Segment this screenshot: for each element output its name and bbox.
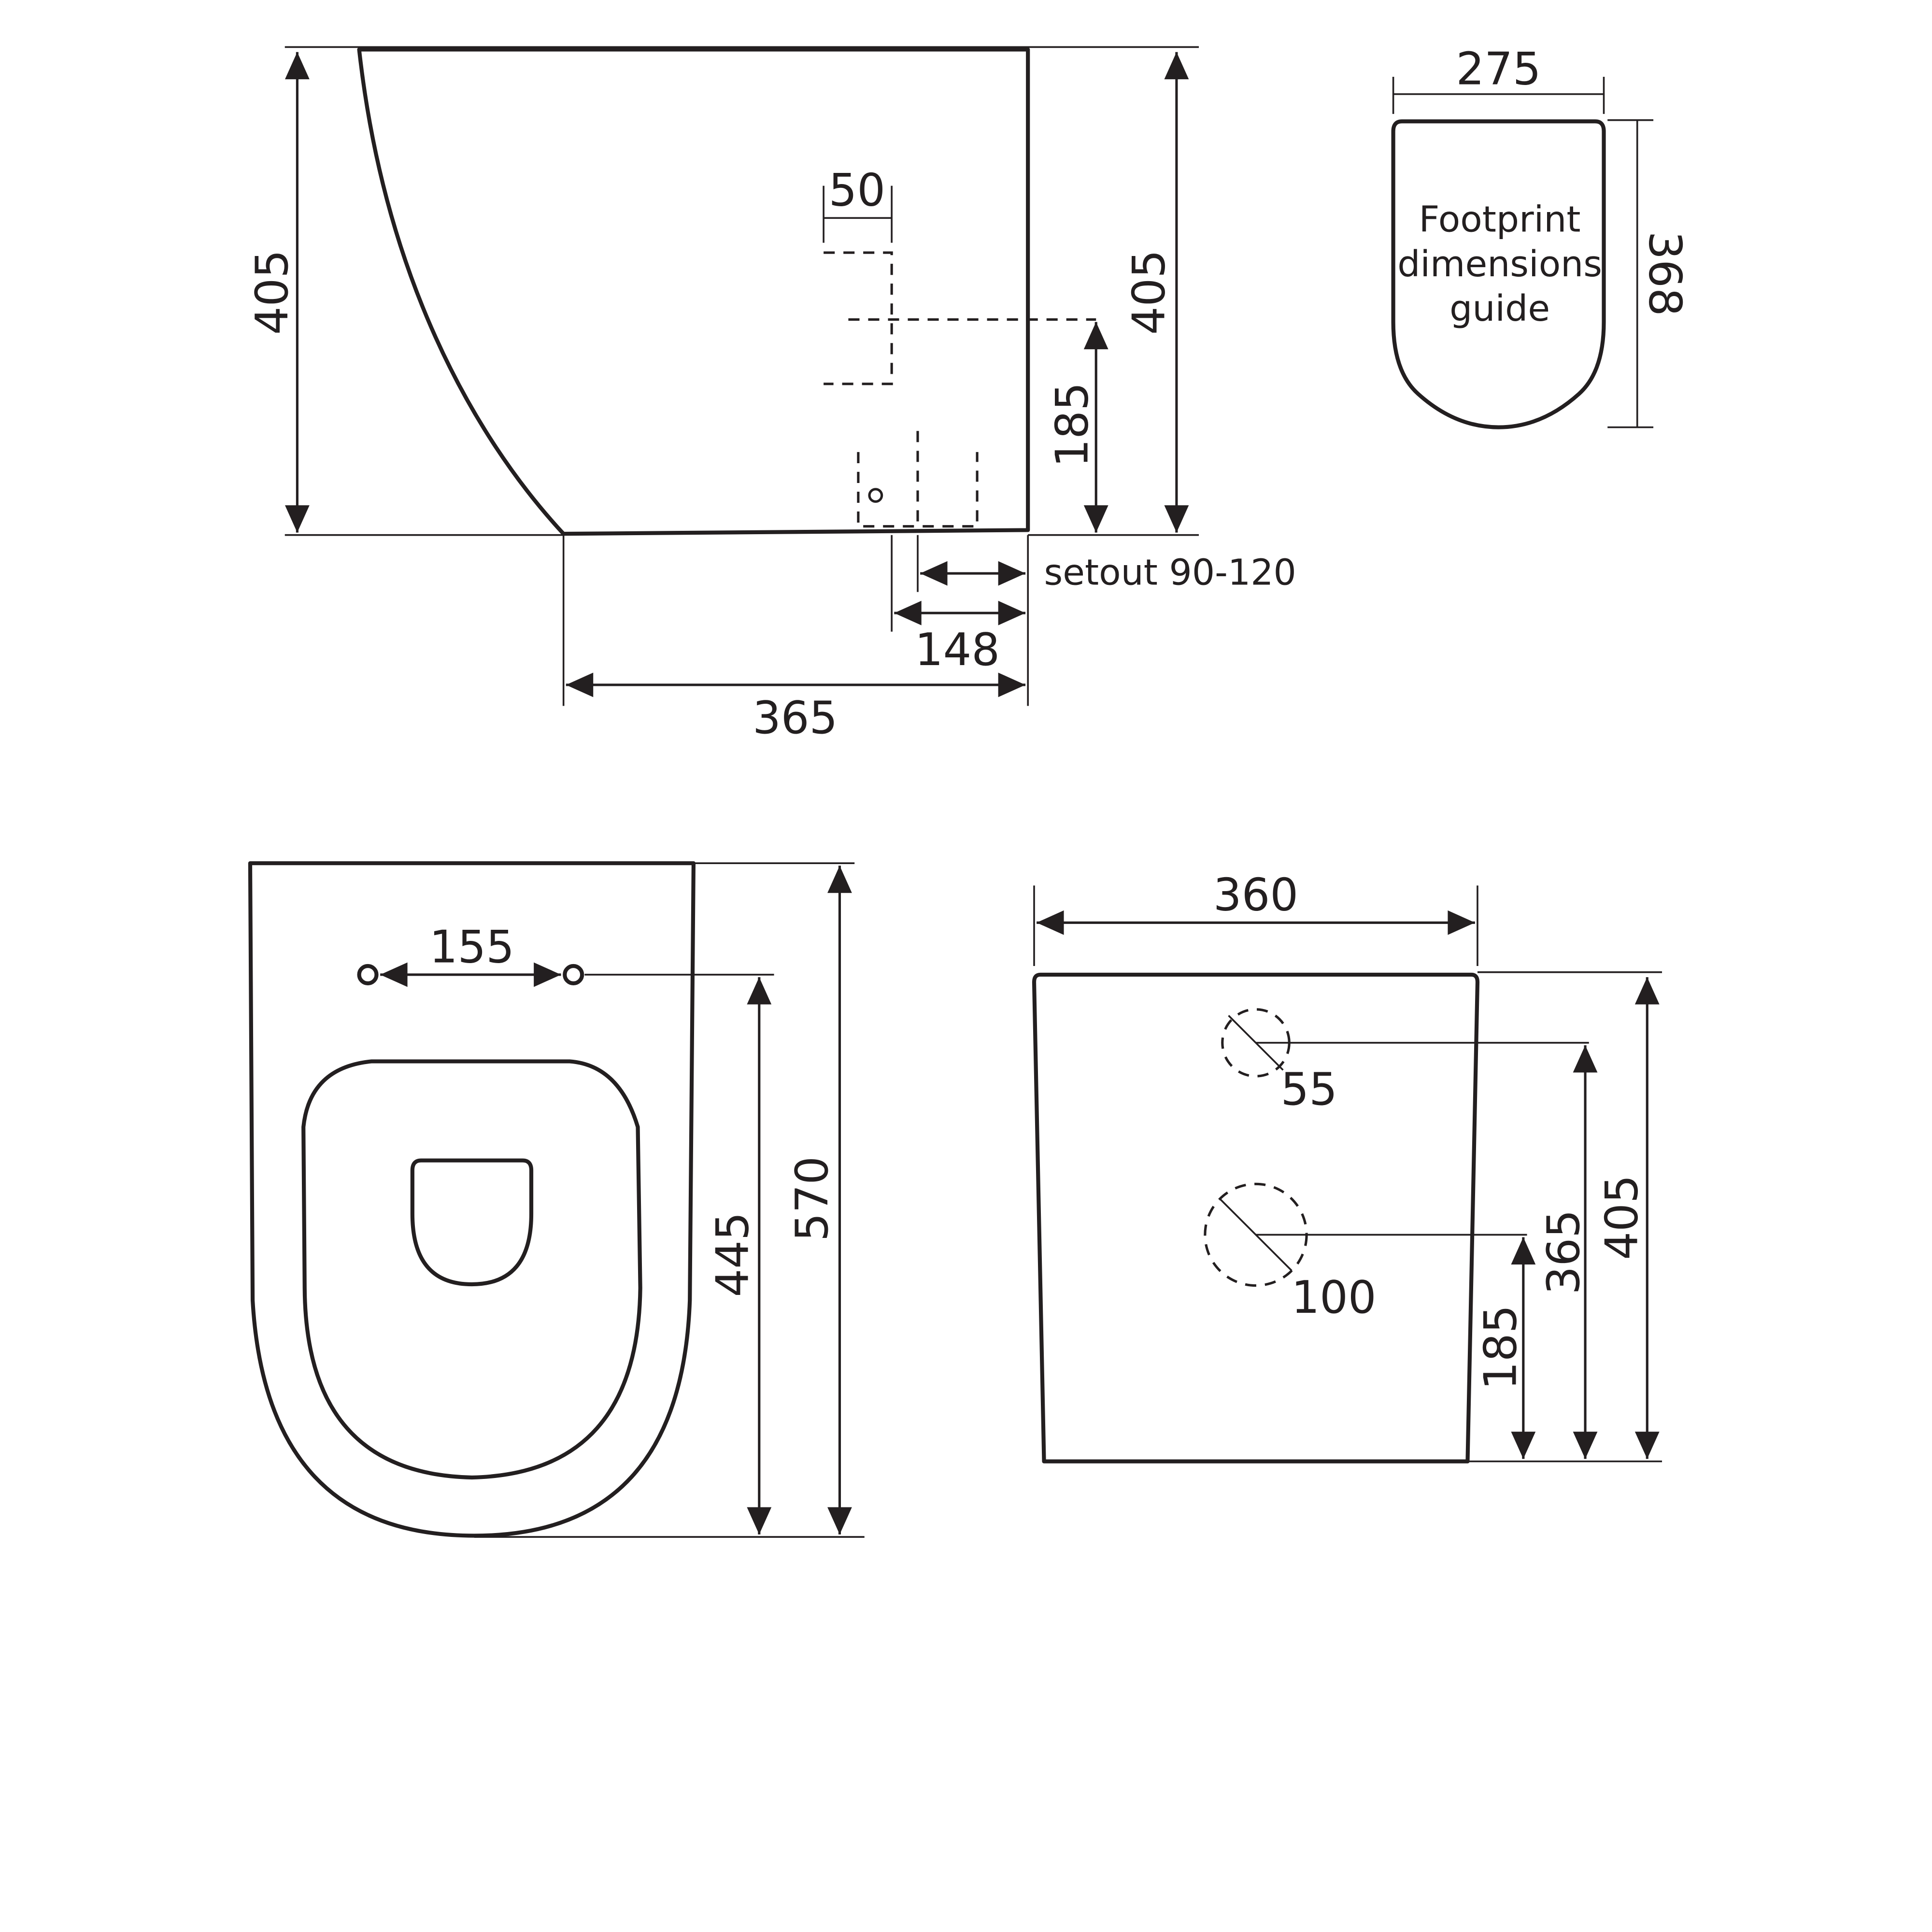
outlet-height-label: 185 [1046, 382, 1098, 467]
footprint-length-label: 368 [1639, 231, 1691, 316]
setout-label: setout 90-120 [1044, 551, 1296, 593]
fixing-spacing-label: 155 [429, 921, 514, 973]
back-view: 360 55 100 405 365 185 [1032, 869, 1662, 1463]
back-height-label: 405 [1596, 1175, 1648, 1260]
back-width-label: 360 [1213, 869, 1298, 921]
side-outline [357, 47, 1030, 536]
inlet-100-label: 100 [1291, 1271, 1376, 1323]
footprint-label-3: guide [1449, 287, 1550, 329]
fixing-hole-right [563, 964, 584, 985]
height-right-label: 405 [1122, 250, 1175, 335]
overall-length-label: 570 [786, 1156, 838, 1241]
footprint-outline [1391, 119, 1606, 429]
bowl-opening [410, 1158, 534, 1287]
top-outline [248, 861, 696, 1538]
height-left-label: 405 [246, 250, 298, 335]
footprint-label-1: Footprint [1419, 198, 1581, 240]
footprint-guide: 275 368 Footprint dimensions guide [1391, 43, 1691, 429]
seat-to-fixing-label: 445 [707, 1212, 759, 1297]
side-view: 405 405 185 50 setout 90-120 148 365 [246, 46, 1296, 744]
inlet-55-height-label: 365 [1537, 1209, 1590, 1294]
pipe-width-label: 50 [829, 164, 885, 216]
footprint-label-2: dimensions [1397, 243, 1602, 285]
fixing-hole-left [357, 964, 379, 985]
footprint-width-label: 275 [1456, 43, 1541, 95]
seat-outline [301, 1059, 642, 1480]
outlet-offset-label: 148 [915, 624, 1000, 676]
back-outline [1032, 972, 1480, 1463]
inlet-100-height-label: 185 [1474, 1305, 1526, 1390]
depth-label: 365 [753, 692, 838, 744]
top-view: 155 445 570 [248, 861, 865, 1538]
inlet-55-label: 55 [1281, 1063, 1337, 1115]
